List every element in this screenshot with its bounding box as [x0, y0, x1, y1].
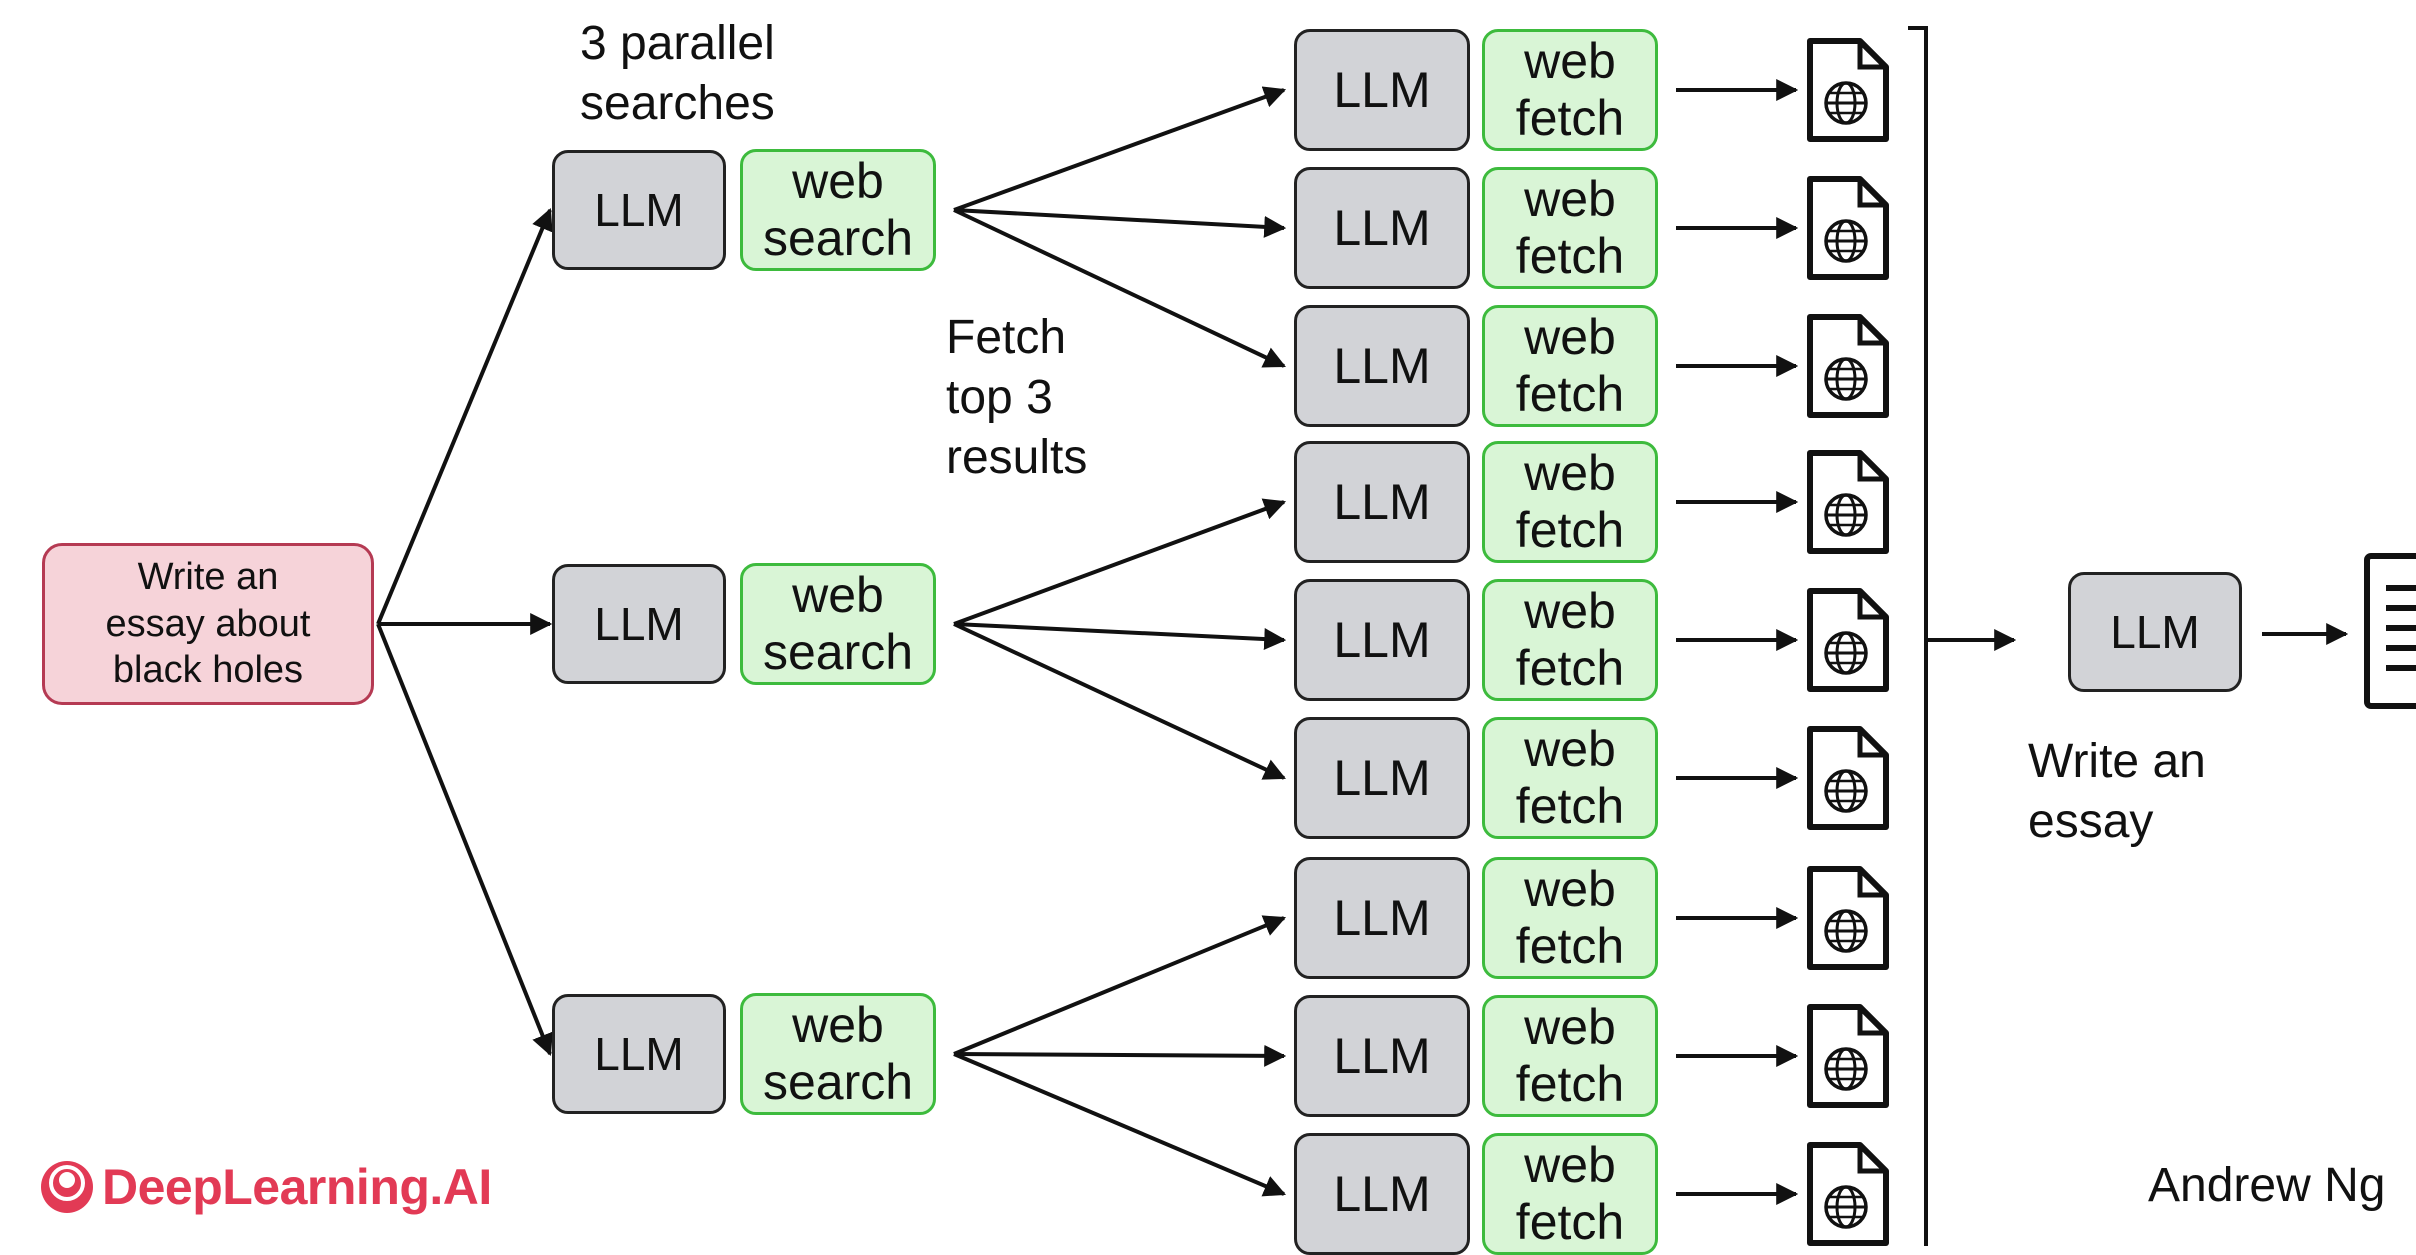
- search-to-fetch-arrow: [953, 622, 1287, 651]
- tool-label-line: search: [762, 210, 914, 266]
- brand-logo: DeepLearning.AI: [38, 1158, 492, 1216]
- search-to-fetch-arrow: [953, 1052, 1287, 1197]
- tool-label-line: web: [1524, 582, 1616, 639]
- collect-bracket: [1908, 26, 1928, 1246]
- search-to-fetch-arrow: [953, 915, 1287, 1056]
- tool-label-line: fetch: [1515, 1194, 1625, 1250]
- fetch-llm-box: LLM: [1294, 717, 1470, 839]
- tool-label-line: fetch: [1515, 918, 1625, 974]
- brand-name: DeepLearning.AI: [102, 1159, 492, 1215]
- final-llm-box: LLM: [2068, 572, 2242, 692]
- search-to-fetch-arrow: [953, 1044, 1287, 1067]
- globe-document-icon: [1807, 726, 1889, 830]
- tool-label-line: web: [792, 566, 884, 623]
- globe-document-icon: [1807, 38, 1889, 142]
- task-to-search-arrow: [376, 623, 553, 1057]
- tool-label-line: web: [1524, 32, 1616, 89]
- fetch-llm-box: LLM: [1294, 579, 1470, 701]
- search-to-fetch-arrow: [953, 622, 1286, 780]
- deeplearning-logo-icon: [41, 1161, 93, 1213]
- fetch-llm-box: LLM: [1294, 305, 1470, 427]
- globe-document-icon: [1807, 1004, 1889, 1108]
- tool-label-line: fetch: [1515, 366, 1625, 422]
- globe-document-icon: [1807, 866, 1889, 970]
- search-to-fetch-arrow: [953, 208, 1287, 238]
- fetch-llm-box: LLM: [1294, 995, 1470, 1117]
- tool-label-line: web: [1524, 308, 1616, 365]
- parallel-searches-label: 3 parallel searches: [580, 17, 775, 130]
- tool-label-line: web: [1524, 1136, 1616, 1193]
- task-line: black holes: [112, 649, 304, 692]
- task-line: essay about: [105, 602, 311, 645]
- tool-label-line: fetch: [1515, 502, 1625, 558]
- tool-label-line: web: [1524, 720, 1616, 777]
- fetch-llm-box: LLM: [1294, 857, 1470, 979]
- search-to-fetch-arrow: [953, 208, 1286, 368]
- author-credit: Andrew Ng: [2148, 1159, 2386, 1212]
- tool-label-line: web: [1524, 170, 1616, 227]
- tool-label-line: search: [762, 624, 914, 680]
- task-line: Write an: [137, 556, 279, 599]
- write-essay-label: Write an essay: [2028, 735, 2206, 848]
- tool-label-line: fetch: [1515, 778, 1625, 834]
- fetch-top-label: Fetch top 3 results: [946, 311, 1088, 484]
- fetch-llm-box: LLM: [1294, 29, 1470, 151]
- tool-label-line: fetch: [1515, 640, 1625, 696]
- globe-document-icon: [1807, 1142, 1889, 1246]
- fetch-llm-box: LLM: [1294, 167, 1470, 289]
- search-llm-box: LLM: [552, 994, 726, 1114]
- tool-label-line: fetch: [1515, 228, 1625, 284]
- globe-document-icon: [1807, 450, 1889, 554]
- globe-document-icon: [1807, 314, 1889, 418]
- fetch-llm-box: LLM: [1294, 1133, 1470, 1255]
- globe-document-icon: [1807, 176, 1889, 280]
- tool-label-line: fetch: [1515, 1056, 1625, 1112]
- task-to-search-arrow: [376, 207, 553, 625]
- tool-label-line: web: [1524, 998, 1616, 1055]
- tool-label-line: web: [792, 996, 884, 1053]
- task-box: Write an essay about black holes: [42, 543, 374, 705]
- tool-label-line: web: [792, 152, 884, 209]
- essay-document-icon: [2364, 553, 2416, 709]
- search-llm-box: LLM: [552, 150, 726, 270]
- search-to-fetch-arrow: [953, 86, 1287, 212]
- tool-label-line: search: [762, 1054, 914, 1110]
- globe-document-icon: [1807, 588, 1889, 692]
- tool-label-line: web: [1524, 860, 1616, 917]
- fetch-llm-box: LLM: [1294, 441, 1470, 563]
- search-llm-box: LLM: [552, 564, 726, 684]
- tool-label-line: fetch: [1515, 90, 1625, 146]
- tool-label-line: web: [1524, 444, 1616, 501]
- search-to-fetch-arrow: [953, 498, 1287, 626]
